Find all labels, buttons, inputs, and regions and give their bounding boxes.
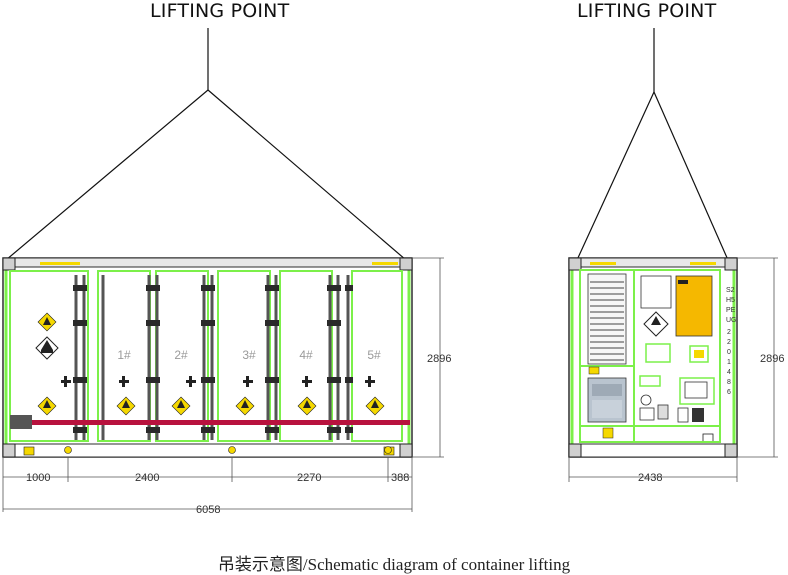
end-plate	[702, 433, 714, 443]
end-bottom-rail	[568, 443, 738, 458]
side-panel-5	[279, 270, 333, 442]
door-mark-1: H5	[726, 297, 735, 304]
end-top-marker-right	[690, 262, 716, 265]
end-door-frame	[579, 269, 721, 443]
middle-label-box	[645, 343, 671, 363]
side-panel-6	[351, 270, 403, 442]
gauge-dial	[640, 394, 652, 406]
side-dimension-chain	[2, 457, 413, 512]
pcs-cabinet-lower-panel	[592, 400, 622, 418]
sling-left-a	[5, 89, 209, 261]
door-warning-sticker	[602, 427, 614, 439]
pcs-warning-label	[588, 366, 600, 375]
module-mark-5: 5#	[367, 348, 381, 362]
socket-box-2	[657, 404, 669, 420]
dim-segment-3: 2270	[297, 472, 321, 484]
diagram-caption: 吊装示意图/Schematic diagram of container lif…	[217, 555, 571, 574]
middle-hazard-symbol	[651, 316, 661, 325]
end-width-value: 2438	[638, 472, 662, 484]
module-mark-1: 1#	[117, 348, 131, 362]
dim-segment-4: 388	[391, 472, 409, 484]
socket-box-1	[639, 407, 655, 421]
diagram-canvas: 1# 2# 3# 4# 5# 2896	[2, 28, 784, 516]
door-mark-7: 1	[727, 359, 731, 366]
corner-casting-bottom-left	[2, 443, 16, 458]
door-mark-3: UG	[726, 317, 737, 324]
side-panel-4	[217, 270, 271, 442]
end-height-dimension	[737, 257, 778, 458]
switch-box-2	[692, 408, 704, 422]
corner-casting-top-left	[2, 257, 16, 271]
end-top-marker-left	[590, 262, 616, 265]
module-mark-2: 2#	[174, 348, 188, 362]
dim-total-length: 6058	[196, 504, 220, 516]
door-mark-8: 4	[727, 369, 731, 376]
battery-rack-shelves	[590, 281, 624, 361]
left-lifting-point-label: LIFTING POINT	[150, 0, 290, 22]
middle-small-box	[639, 375, 661, 387]
corner-casting-top-right	[399, 257, 413, 271]
side-panel-1	[9, 270, 89, 442]
right-lifting-point-label: LIFTING POINT	[577, 0, 717, 22]
door-marks: S2 H5 PE UG 2 2 0 1 4 8 6	[726, 287, 737, 396]
side-height-dimension	[412, 257, 444, 458]
side-top-marker-left	[40, 262, 80, 265]
door-mark-10: 6	[727, 389, 731, 396]
end-corner-bottom-left	[568, 443, 582, 458]
hazard-diamond-main	[35, 336, 59, 360]
side-top-marker-right	[372, 262, 398, 265]
yellow-electrical-panel	[675, 275, 713, 337]
pcs-cabinet-panel	[592, 384, 622, 396]
door-mark-5: 2	[727, 339, 731, 346]
side-height-value: 2896	[427, 353, 451, 365]
module-mark-4: 4#	[299, 348, 313, 362]
red-safety-rail	[30, 420, 410, 425]
yellow-panel-logo	[678, 280, 688, 284]
end-corner-bottom-right	[724, 443, 738, 458]
end-corner-top-left	[568, 257, 582, 271]
side-view: 1# 2# 3# 4# 5# 2896	[2, 28, 451, 516]
fork-pocket-marker-left	[23, 446, 35, 456]
corner-casting-bottom-right	[399, 443, 413, 458]
end-width-dimension	[568, 457, 738, 482]
info-panel	[640, 275, 672, 309]
warning-triangles	[37, 396, 385, 416]
end-view: S2 H5 PE UG 2 2 0 1 4 8 6 2896	[568, 28, 784, 484]
door-mark-6: 0	[727, 349, 731, 356]
earthing-symbols	[61, 376, 375, 387]
door-mark-2: PE	[726, 307, 736, 314]
anchor-point-2	[228, 446, 236, 454]
door-mark-4: 2	[727, 329, 731, 336]
sling-left-b	[207, 89, 407, 261]
anchor-point-3	[384, 446, 392, 454]
anchor-point-1	[64, 446, 72, 454]
switch-box-1	[677, 407, 689, 423]
end-height-value: 2896	[760, 353, 784, 365]
door-handles	[73, 285, 353, 433]
door-mark-9: 8	[727, 379, 731, 386]
hmi-screen	[684, 381, 708, 399]
module-mark-3: 3#	[242, 348, 256, 362]
dim-segment-2: 2400	[135, 472, 159, 484]
door-mark-0: S2	[726, 287, 735, 294]
sling-right-b	[653, 91, 729, 261]
battery-rack	[587, 273, 627, 365]
end-corner-top-right	[724, 257, 738, 271]
right-label-sticker	[694, 350, 704, 358]
rail-bracket	[10, 415, 32, 429]
sling-right-a	[576, 91, 655, 261]
hazard-label-row-top	[37, 312, 57, 332]
dim-segment-1: 1000	[26, 472, 50, 484]
door-lock-bars	[74, 275, 350, 440]
